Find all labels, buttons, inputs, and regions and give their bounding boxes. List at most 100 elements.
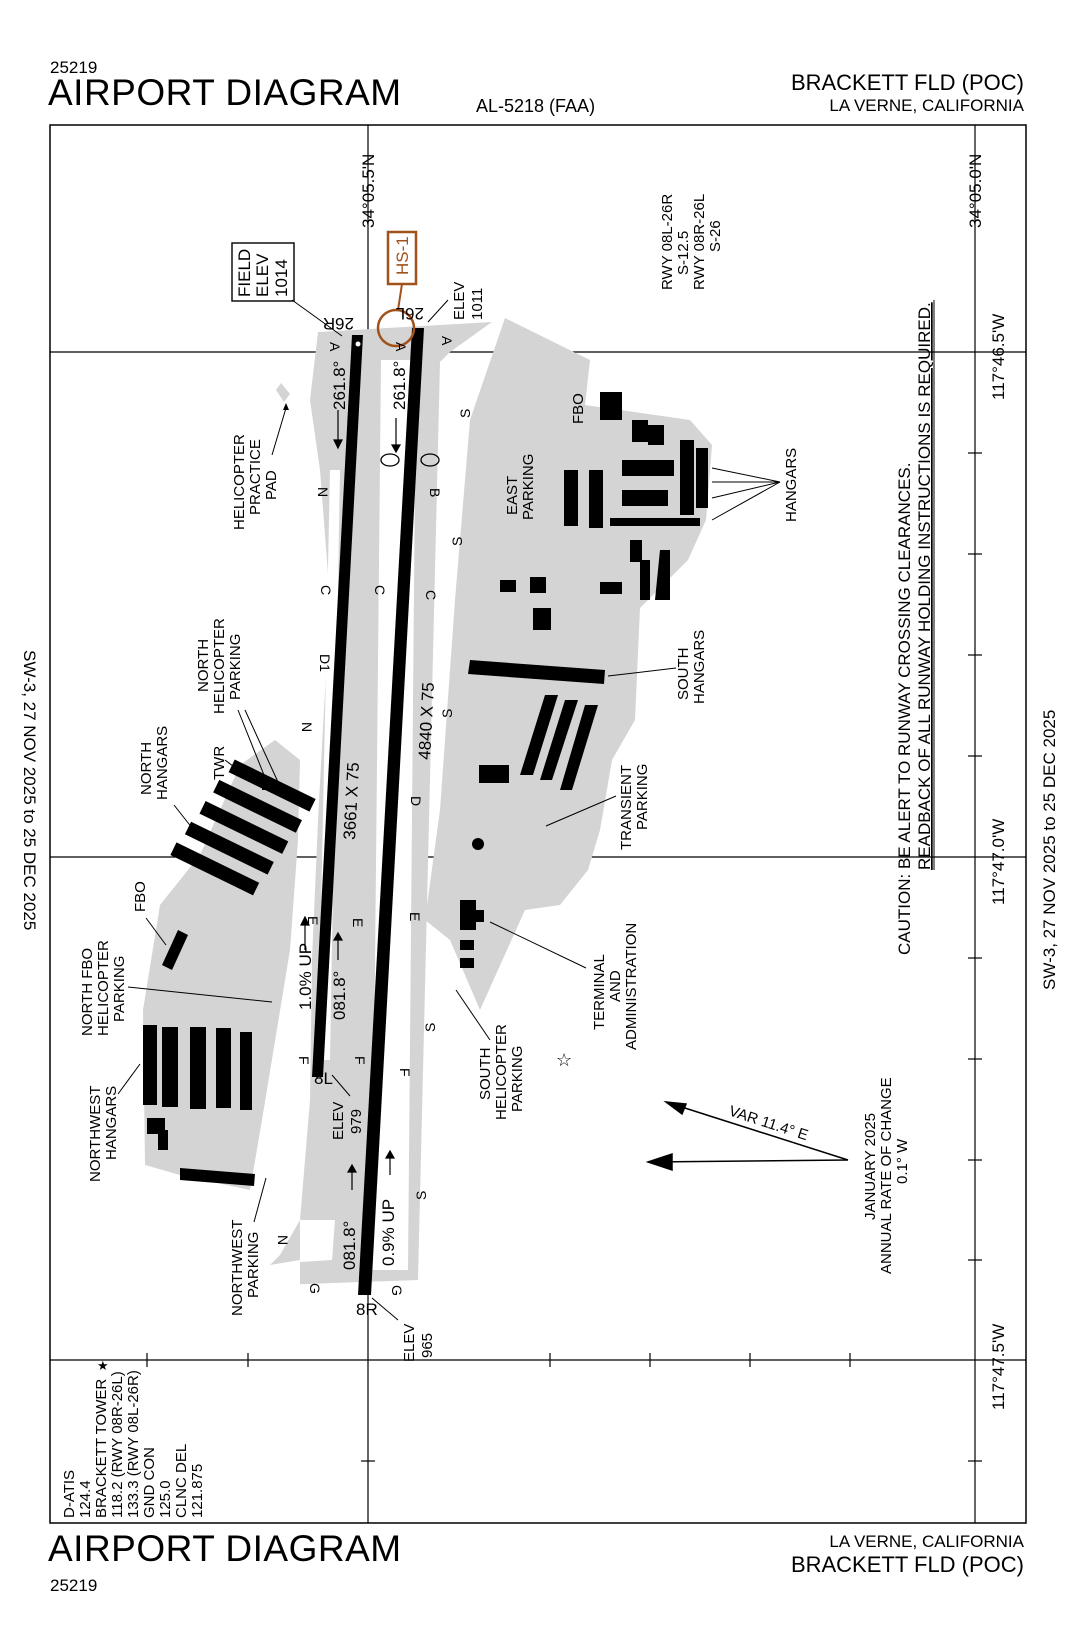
slope-north: 1.0% UP	[296, 943, 315, 1010]
field-elev-l2: ELEV	[253, 253, 272, 297]
validity-left: SW-3, 27 NOV 2025 to 25 DEC 2025	[20, 650, 39, 930]
twy-s-1: S	[457, 409, 473, 418]
caution-line1: CAUTION: BE ALERT TO RUNWAY CROSSING CLE…	[895, 463, 914, 956]
elev-26l-b: 1011	[469, 288, 486, 320]
grid-ticks	[146, 452, 982, 1462]
twy-b: B	[427, 488, 443, 497]
fbo-east-label: FBO	[570, 393, 587, 424]
south-hangars	[468, 660, 605, 684]
twy-e-2: E	[350, 918, 366, 927]
twy-c-1: C	[318, 585, 334, 595]
rwy-8r-label: 8R	[356, 1300, 378, 1319]
twy-c-2: C	[372, 585, 388, 595]
elev-8l-a: ELEV	[330, 1102, 347, 1140]
var-rate-value: 0.1° W	[894, 1138, 911, 1184]
rwy-8l-label: 8L	[314, 1069, 333, 1088]
var-date: JANUARY 2025	[862, 1113, 879, 1220]
twy-d: D	[408, 796, 424, 806]
taxiway-labels: A A A S S S S S B N N N C C C D D1 E E E…	[275, 336, 473, 1296]
lon-label-2: 117°47.0'W	[989, 819, 1008, 905]
twy-a-3: A	[439, 336, 455, 346]
airport-city: LA VERNE, CALIFORNIA	[829, 96, 1024, 115]
freq-datis: D-ATIS	[61, 1470, 78, 1518]
twr-label: TWR	[211, 746, 228, 780]
twy-c-3: C	[423, 590, 439, 600]
freq-tower: BRACKETT TOWER	[93, 1379, 110, 1518]
var-rate: ANNUAL RATE OF CHANGE	[878, 1077, 895, 1274]
buildings	[143, 392, 708, 1186]
north-fbo-heli-l1: NORTH FBO	[79, 948, 96, 1036]
freq-tower-08l: 133.3 (RWY 08L-26R)	[125, 1370, 142, 1518]
heli-practice-l1: HELICOPTER	[231, 434, 248, 530]
twy-g-1: G	[307, 1283, 323, 1294]
footer-title: AIRPORT DIAGRAM	[48, 1528, 402, 1569]
twy-s-4: S	[422, 1023, 438, 1032]
west-apron	[143, 740, 300, 1190]
footer-airport-block: LA VERNE, CALIFORNIA BRACKETT FLD (POC)	[791, 1532, 1024, 1578]
map-frame	[49, 124, 1027, 1524]
twy-e-1: E	[305, 916, 321, 925]
hangars-label: HANGARS	[783, 448, 800, 522]
twy-s-3: S	[439, 709, 455, 718]
var-label: VAR 11.4° E	[727, 1103, 810, 1145]
caution-line2: READBACK OF ALL RUNWAY HOLDING INSTRUCTI…	[915, 302, 934, 870]
heli-practice-l3: PAD	[263, 470, 280, 500]
heli-pads	[380, 453, 440, 467]
freq-clnc-val: 121.875	[189, 1464, 206, 1518]
lat-label-top-left: 34°05.5'N	[359, 154, 378, 228]
runway-08r-26l	[358, 328, 424, 1295]
north-hangars-l1: NORTH	[138, 742, 155, 795]
beacon-icon: ☆	[556, 1050, 572, 1070]
south-heli-l3: PARKING	[509, 1046, 526, 1112]
elev-8r-a: ELEV	[401, 1324, 418, 1362]
freq-tower-08r: 118.2 (RWY 08R-26L)	[109, 1371, 126, 1518]
twy-g-2: G	[389, 1285, 405, 1296]
terminal-l3: ADMINISTRATION	[623, 923, 640, 1050]
footer-chart-id: 25219	[50, 1576, 98, 1595]
north-fbo-heli-l3: PARKING	[111, 956, 128, 1022]
rwy-strength-l1: RWY 08L-26R	[659, 194, 676, 290]
elev-8l-b: 979	[348, 1109, 365, 1134]
north-heli-l2: HELICOPTER	[211, 618, 228, 714]
twy-f-3: F	[397, 1068, 413, 1077]
fbo-building-east	[600, 392, 622, 420]
twy-f-2: F	[352, 1056, 368, 1065]
page-title: AIRPORT DIAGRAM	[48, 72, 402, 113]
twy-a-2: A	[393, 342, 409, 352]
runway-08l-26r	[312, 335, 363, 1077]
twy-s-5: S	[413, 1191, 429, 1200]
transient-marker	[472, 838, 484, 850]
hdg-08r: 081.8°	[340, 1221, 359, 1270]
dim-south: 4840 X 75	[415, 682, 438, 760]
south-heli-l1: SOUTH	[477, 1048, 494, 1101]
rwy-strength-l2: S-12.5	[675, 231, 692, 275]
freq-clnc: CLNC DEL	[173, 1444, 190, 1518]
south-hangars-l2: HANGARS	[691, 630, 708, 704]
airport-name: BRACKETT FLD (POC)	[790, 70, 1024, 95]
heli-practice-l2: PRACTICE	[247, 439, 264, 515]
rwy-strength-l4: S-26	[707, 220, 724, 252]
terminal-l2: AND	[607, 970, 624, 1002]
twy-n-1: N	[315, 487, 331, 497]
twy-e-3: E	[407, 912, 423, 921]
transient-l1: TRANSIENT	[618, 765, 635, 850]
hdg-26l: 261.8°	[390, 361, 409, 410]
field-elev-l1: FIELD	[235, 249, 254, 297]
terminal-l1: TERMINAL	[591, 954, 608, 1030]
rwy26r-threshold-marker	[354, 340, 362, 348]
twy-d1: D1	[317, 654, 333, 672]
chart-id: 25219	[50, 58, 98, 77]
lat-label-top-right: 34°05.0'N	[966, 154, 985, 228]
north-hangars-l2: HANGARS	[154, 726, 171, 800]
rwy-26l-label: 26L	[396, 304, 424, 323]
freq-gnd-val: 125.0	[157, 1480, 174, 1518]
twy-s-2: S	[449, 537, 465, 546]
rwy-26r-label: 26R	[323, 314, 354, 333]
field-elev-l3: 1014	[272, 259, 291, 297]
north-heli-l3: PARKING	[227, 634, 244, 700]
south-hangars-l1: SOUTH	[675, 648, 692, 701]
nw-hangars-l2: HANGARS	[103, 1086, 120, 1160]
magnetic-variation-arrows	[645, 1100, 849, 1172]
field-elev-box	[231, 242, 295, 302]
hdg-26r: 261.8°	[330, 361, 349, 410]
